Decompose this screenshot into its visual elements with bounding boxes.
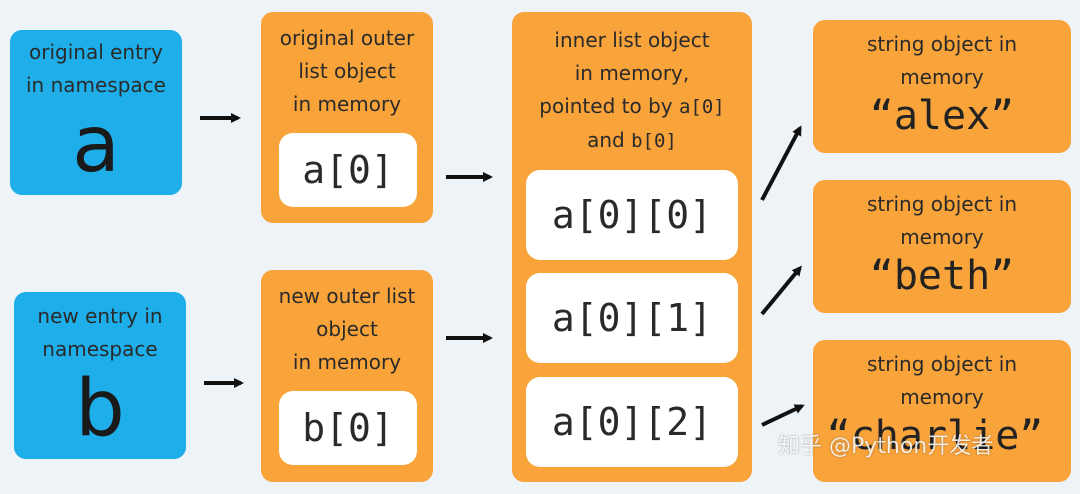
- inner-label-line3-text: pointed to by: [539, 94, 679, 118]
- outer-b-label-line3: in memory: [292, 350, 402, 374]
- string-alex-value: “alex”: [869, 93, 1015, 139]
- inner-label-line4: and b[0]: [512, 124, 752, 158]
- arrow-cell0-to-alex: [760, 125, 802, 201]
- inner-label-line1: inner list object: [554, 28, 710, 52]
- outer-a-label-line3: in memory: [292, 92, 402, 116]
- entry-a-label-line1: original entry: [29, 40, 163, 64]
- arrow-cell2-to-charlie: [761, 404, 805, 427]
- string-charlie-label-line2: memory: [900, 385, 984, 409]
- inner-label-line3: pointed to by a[0]: [512, 90, 752, 124]
- outer-list-b: new outer list object in memory b[0]: [261, 270, 433, 482]
- string-beth-value: “beth”: [869, 253, 1015, 299]
- namespace-entry-b: new entry in namespace b: [14, 292, 186, 459]
- string-object-beth: string object in memory “beth”: [813, 180, 1071, 313]
- arrow-cell1-to-beth: [760, 265, 802, 316]
- outer-list-a: original outer list object in memory a[0…: [261, 12, 433, 223]
- entry-b-letter: b: [75, 364, 125, 454]
- inner-cell-0: a[0][0]: [526, 170, 738, 260]
- inner-label-line2: in memory,: [574, 61, 690, 85]
- inner-list-object: inner list object in memory, pointed to …: [512, 12, 752, 482]
- entry-a-label-line2: in namespace: [26, 73, 166, 97]
- outer-a-label-line2: list object: [298, 59, 396, 83]
- string-charlie-value: “charlie”: [826, 413, 1044, 459]
- string-object-charlie: string object in memory “charlie”: [813, 340, 1071, 482]
- outer-b-label-line2: object: [316, 317, 378, 341]
- string-object-alex: string object in memory “alex”: [813, 20, 1071, 153]
- outer-b-label-line1: new outer list: [278, 284, 416, 308]
- entry-b-label-line1: new entry in: [37, 304, 163, 328]
- inner-label-line4-code: b[0]: [631, 130, 677, 152]
- string-alex-label-line1: string object in: [867, 32, 1017, 56]
- entry-a-letter: a: [72, 100, 120, 190]
- inner-cell-1: a[0][1]: [526, 273, 738, 363]
- inner-cell-2: a[0][2]: [526, 377, 738, 467]
- outer-b-cell: b[0]: [279, 391, 417, 465]
- inner-label-line3-code: a[0]: [678, 96, 725, 118]
- inner-label-line4-text: and: [587, 128, 632, 152]
- string-charlie-label-line1: string object in: [867, 352, 1017, 376]
- entry-b-label-line2: namespace: [42, 337, 158, 361]
- outer-a-label-line1: original outer: [279, 26, 415, 50]
- string-beth-label-line2: memory: [900, 225, 984, 249]
- watermark: 知乎 @Python开发者: [778, 434, 994, 459]
- string-alex-label-line2: memory: [900, 65, 984, 89]
- string-beth-label-line1: string object in: [867, 192, 1017, 216]
- outer-a-cell: a[0]: [279, 133, 417, 207]
- namespace-entry-a: original entry in namespace a: [10, 30, 182, 195]
